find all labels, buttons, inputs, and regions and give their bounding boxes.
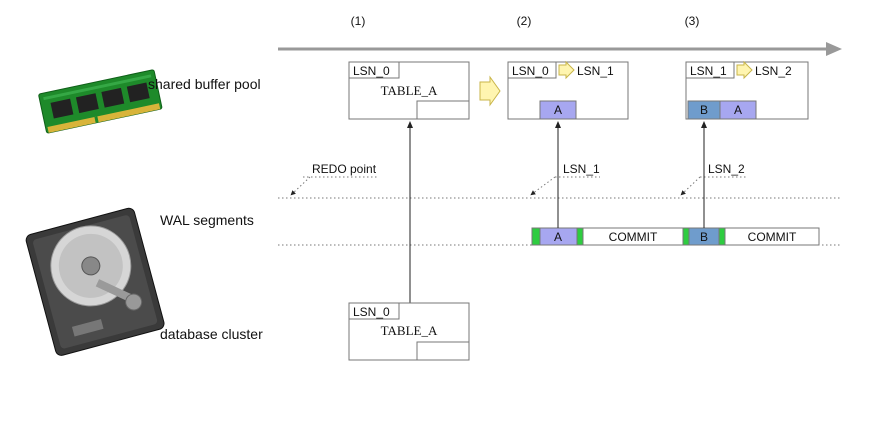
redo-point-pointer: [290, 176, 311, 196]
buffer-page-step-2-new-lsn: LSN_1: [577, 64, 614, 78]
hard-disk-icon: [25, 207, 165, 356]
step-2-label: (2): [517, 14, 532, 28]
row-label-shared-buffer-pool: shared buffer pool: [148, 76, 261, 92]
step-3-label: (3): [685, 14, 700, 28]
lsn-update-arrow-icon: [558, 60, 575, 80]
wal-record-commit-1-label: COMMIT: [609, 230, 658, 244]
timeline-arrow: [278, 42, 842, 56]
buffer-page-step-1: LSN_0 TABLE_A: [348, 61, 470, 120]
wal-pointer-lsn-1-label: LSN_1: [563, 162, 600, 176]
step-1-label: (1): [351, 14, 366, 28]
ram-module-icon: [38, 69, 163, 134]
wal-pointer-lsn-2-label: LSN_2: [708, 162, 745, 176]
buffer-page-step-2: LSN_0 LSN_1 A: [507, 60, 629, 120]
disk-page-lsn: LSN_0: [353, 305, 390, 319]
disk-page: LSN_0 TABLE_A: [348, 302, 470, 361]
row-label-wal-segments: WAL segments: [160, 212, 254, 228]
wal-record-b: B: [682, 227, 726, 246]
wal-pointer-lsn-1-arrow: [530, 176, 556, 196]
wal-record-a: A: [531, 227, 584, 246]
buffer-page-step-3-cell-a: A: [734, 103, 742, 117]
wal-record-a-label: A: [554, 230, 562, 244]
lsn-update-arrow-icon: [736, 60, 753, 80]
buffer-page-step-3: LSN_1 LSN_2 B A: [685, 60, 809, 120]
buffer-page-step-3-new-lsn: LSN_2: [755, 64, 792, 78]
buffer-page-step-2-old-lsn: LSN_0: [512, 64, 549, 78]
buffer-page-step-3-old-lsn: LSN_1: [690, 64, 727, 78]
disk-page-table: TABLE_A: [381, 323, 438, 338]
wal-pointer-lsn-2-arrow: [680, 176, 701, 196]
redo-point-label: REDO point: [312, 162, 377, 176]
wal-record-b-label: B: [700, 230, 708, 244]
row-label-database-cluster: database cluster: [160, 326, 263, 342]
wal-record-commit-2-label: COMMIT: [748, 230, 797, 244]
buffer-page-step-1-table: TABLE_A: [381, 83, 438, 98]
wal-record-commit-1: COMMIT: [582, 227, 684, 246]
buffer-page-step-3-cell-b: B: [700, 103, 708, 117]
buffer-page-step-2-cell-a: A: [554, 103, 562, 117]
transition-arrow-icon: [479, 75, 501, 107]
wal-record-commit-2: COMMIT: [724, 227, 820, 246]
buffer-page-step-1-lsn: LSN_0: [353, 64, 390, 78]
